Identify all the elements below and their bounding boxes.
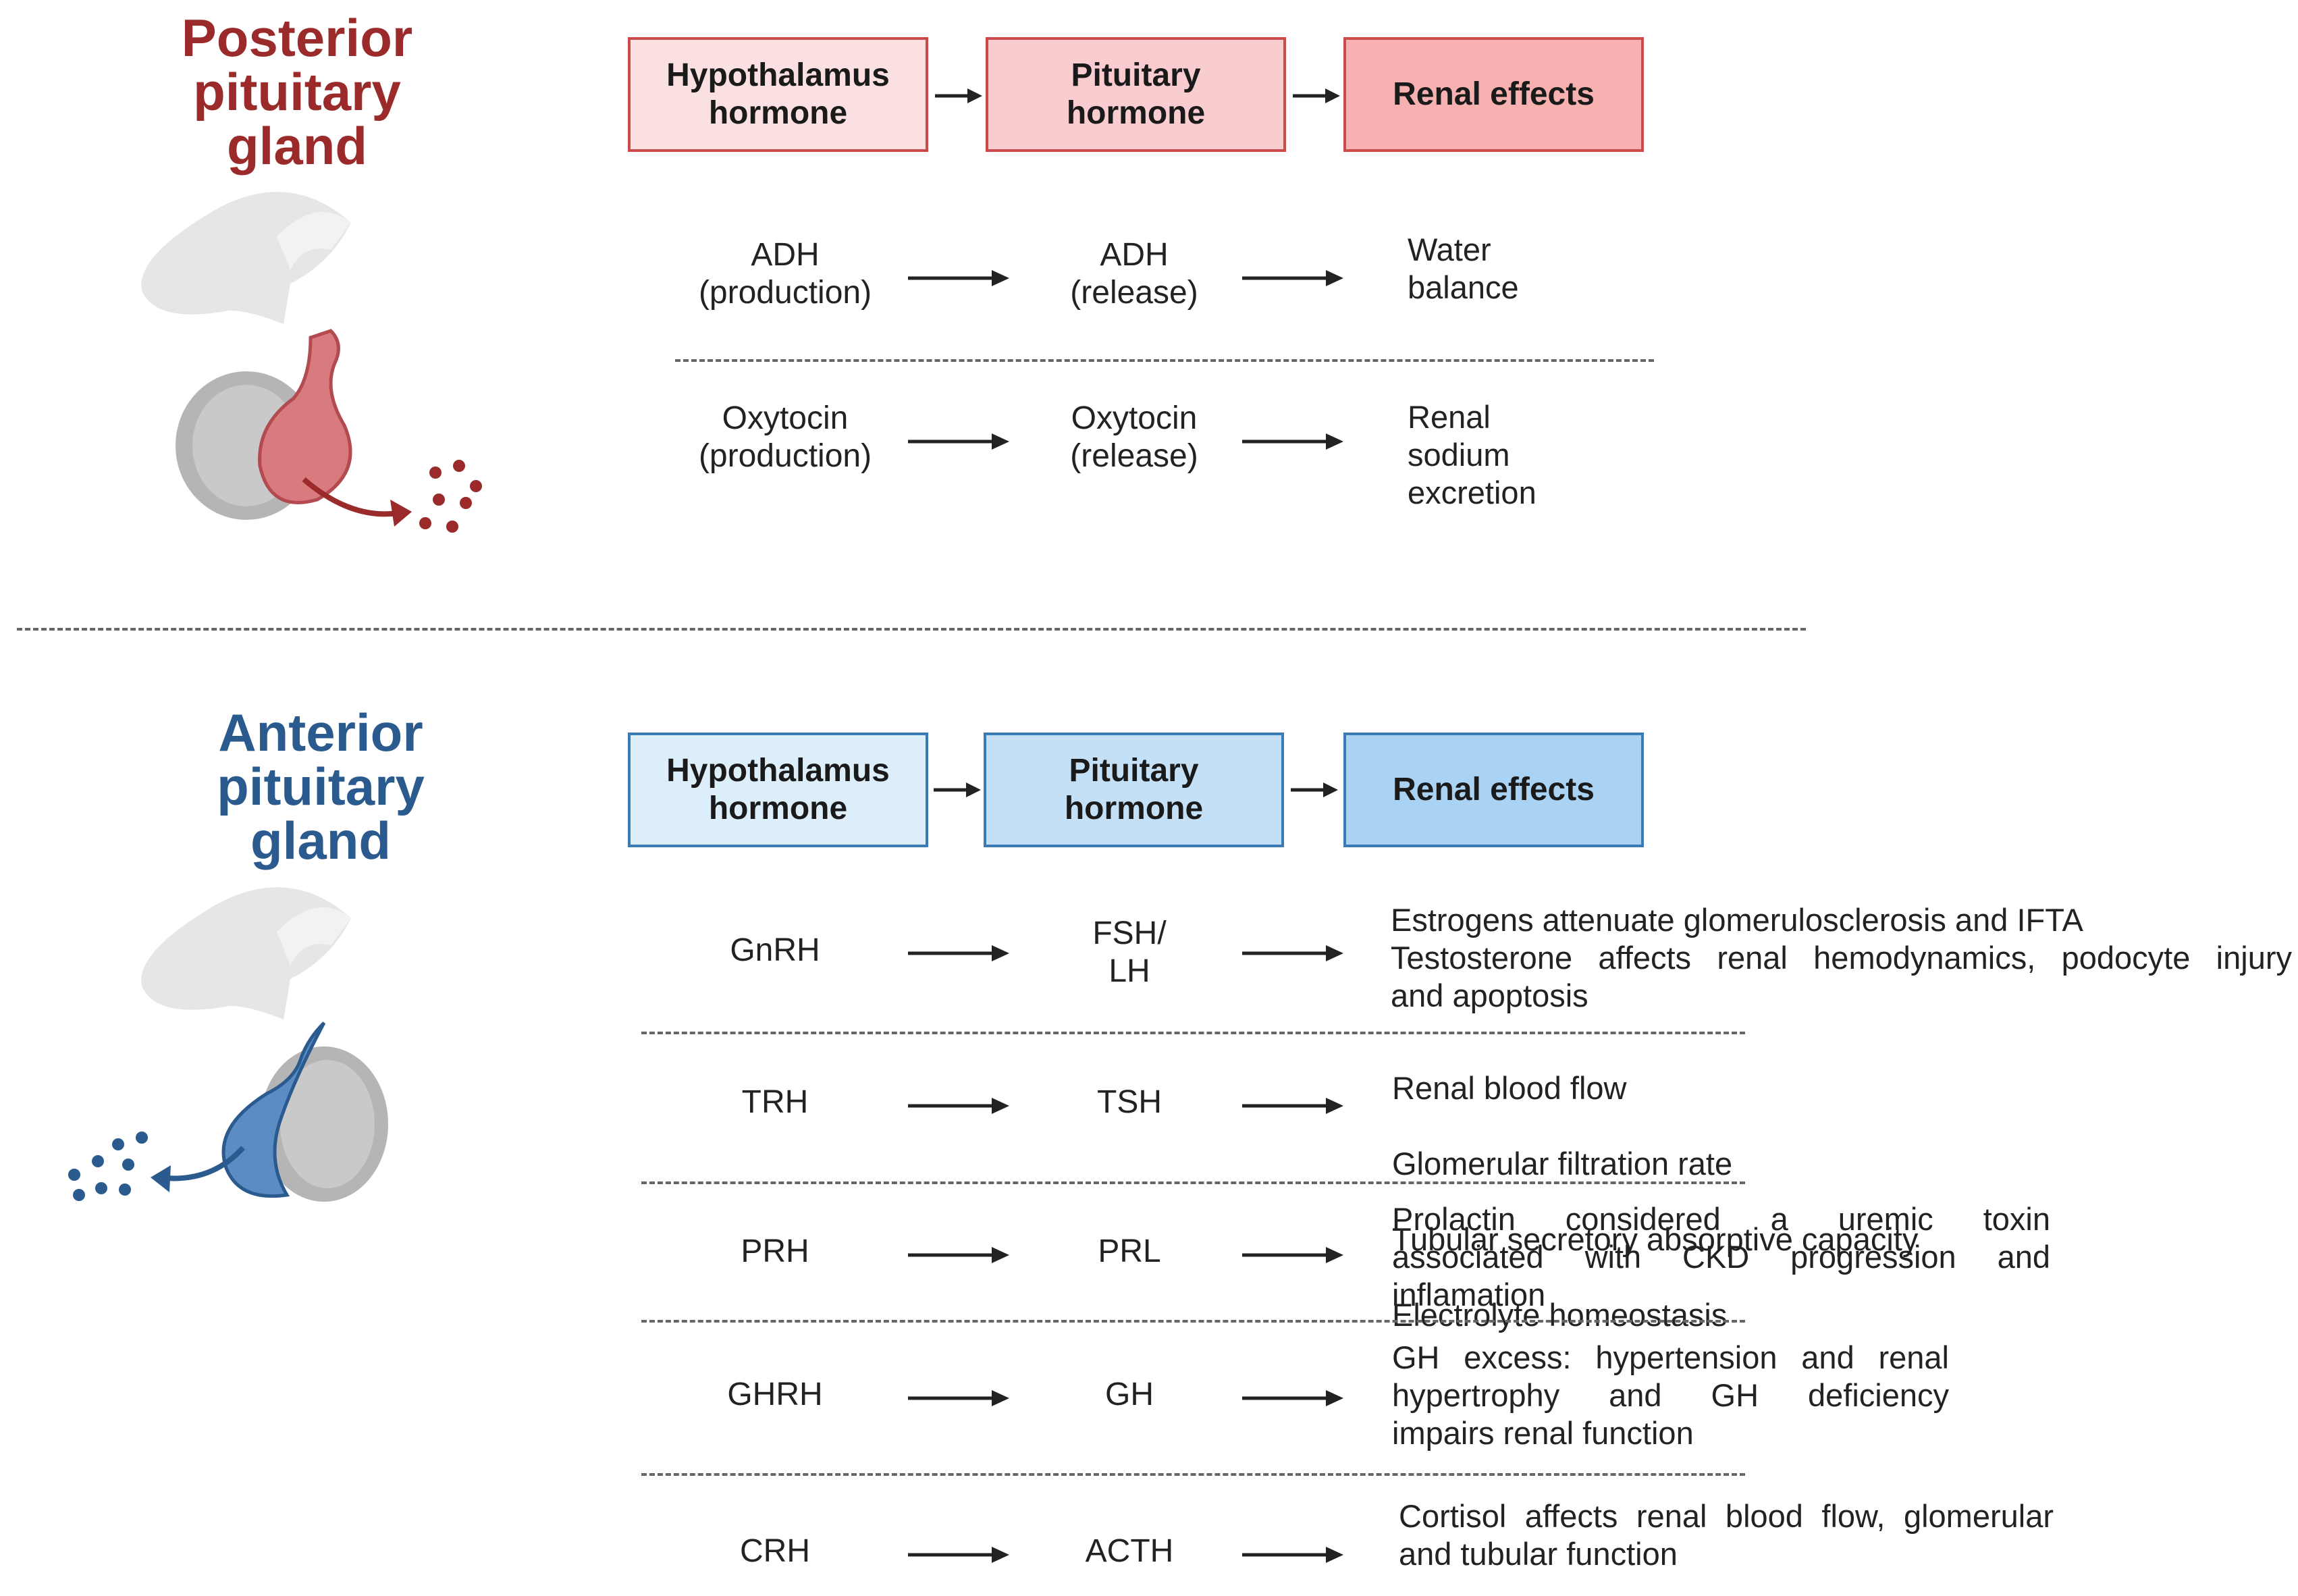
posterior-row1-arrow-2: [1242, 270, 1343, 286]
effect-line: and tubular function: [1399, 1536, 1678, 1572]
anterior-divider-4: [641, 1473, 1745, 1476]
anterior-row4-arrow-2: [1242, 1390, 1343, 1406]
posterior-row1-arrow-1: [908, 270, 1009, 286]
anterior-row2-effect: Renal blood flow Glomerular filtration r…: [1392, 1032, 1918, 1372]
anterior-row2-arrow-1: [908, 1098, 1009, 1114]
anterior-row5-pituitary: ACTH: [1085, 1533, 1174, 1569]
effect-line: hypertrophy and GH deficiency: [1392, 1377, 1949, 1413]
effect-line: Estrogens attenuate glomerulosclerosis a…: [1391, 902, 2083, 938]
posterior-header-arrow-1: [935, 88, 982, 103]
effect-line: GH excess: hypertension and renal: [1392, 1339, 1949, 1375]
posterior-row2-effect: Renal sodium excretion: [1408, 399, 1537, 510]
anterior-row3-hypothalamus: PRH: [741, 1233, 809, 1269]
effect-line: inflamation: [1392, 1277, 1546, 1312]
posterior-row1-effect: Water balance: [1408, 232, 1519, 305]
posterior-row-divider: [675, 359, 1654, 362]
posterior-header-arrow-2: [1293, 88, 1340, 103]
posterior-row2-arrow-2: [1242, 433, 1343, 450]
section-divider: [17, 628, 1806, 631]
effect-line: Electrolyte homeostasis: [1392, 1297, 1728, 1333]
effect-line: Prolactin considered a uremic toxin: [1392, 1201, 2050, 1237]
anterior-row3-arrow-1: [908, 1247, 1009, 1263]
anterior-header-arrow-2: [1291, 782, 1338, 797]
anterior-row5-hypothalamus: CRH: [740, 1533, 810, 1569]
anterior-pituitary-icon: [68, 887, 388, 1202]
anterior-row5-arrow-2: [1242, 1547, 1343, 1563]
anterior-row1-arrow-2: [1242, 945, 1343, 961]
posterior-title: Posterior pituitary gland: [181, 8, 413, 176]
anterior-row4-arrow-1: [908, 1390, 1009, 1406]
effect-line: Glomerular filtration rate: [1392, 1146, 1733, 1181]
effect-line: associated with CKD progression and: [1392, 1239, 2050, 1275]
effect-line: Tubular secretory absorptive capacity: [1392, 1221, 1919, 1257]
posterior-row2-pituitary: Oxytocin (release): [1070, 400, 1198, 474]
anterior-row4-pituitary: GH: [1105, 1377, 1154, 1412]
effect-line: impairs renal function: [1392, 1415, 1694, 1451]
anterior-row2-arrow-2: [1242, 1098, 1343, 1114]
anterior-row1-hypothalamus: GnRH: [730, 932, 820, 968]
anterior-row1-pituitary: FSH/ LH: [1092, 915, 1167, 989]
effect-line: Cortisol affects renal blood flow, glome…: [1399, 1498, 2054, 1534]
effect-line: Renal blood flow: [1392, 1070, 1627, 1106]
anterior-row1-effect: Estrogens attenuate glomerulosclerosis a…: [1391, 901, 2292, 1015]
anterior-row4-effect: GH excess: hypertension and renal hypert…: [1392, 1339, 1949, 1452]
effect-line: and apoptosis: [1391, 978, 1588, 1013]
anterior-row5-effect: Cortisol affects renal blood flow, glome…: [1399, 1497, 2054, 1573]
anterior-row3-arrow-2: [1242, 1247, 1343, 1263]
posterior-pituitary-icon: [141, 192, 482, 533]
anterior-header-renal-effects: Renal effects: [1343, 733, 1644, 847]
anterior-title: Anterior pituitary gland: [217, 703, 425, 870]
anterior-header-pituitary: Pituitary hormone: [984, 733, 1284, 847]
anterior-row3-effect: Prolactin considered a uremic toxin asso…: [1392, 1200, 2050, 1314]
anterior-row3-pituitary: PRL: [1098, 1233, 1161, 1269]
posterior-row2-hypothalamus: Oxytocin (production): [698, 400, 872, 474]
anterior-row4-hypothalamus: GHRH: [727, 1377, 823, 1412]
anterior-divider-1: [641, 1032, 1745, 1034]
anterior-divider-3: [641, 1320, 1745, 1323]
effect-line: Testosterone affects renal hemodynamics,…: [1391, 940, 2292, 976]
posterior-header-renal-effects: Renal effects: [1343, 37, 1644, 152]
anterior-row1-arrow-1: [908, 945, 1009, 961]
posterior-row1-hypothalamus: ADH (production): [698, 237, 872, 311]
posterior-header-hypothalamus: Hypothalamus hormone: [628, 37, 928, 152]
anterior-row2-hypothalamus: TRH: [741, 1084, 809, 1120]
anterior-row5-arrow-1: [908, 1547, 1009, 1563]
posterior-header-pituitary: Pituitary hormone: [986, 37, 1286, 152]
anterior-row2-pituitary: TSH: [1097, 1084, 1162, 1120]
anterior-divider-2: [641, 1181, 1745, 1184]
posterior-row1-pituitary: ADH (release): [1070, 237, 1198, 311]
posterior-row2-arrow-1: [908, 433, 1009, 450]
anterior-header-hypothalamus: Hypothalamus hormone: [628, 733, 928, 847]
anterior-header-arrow-1: [934, 782, 981, 797]
